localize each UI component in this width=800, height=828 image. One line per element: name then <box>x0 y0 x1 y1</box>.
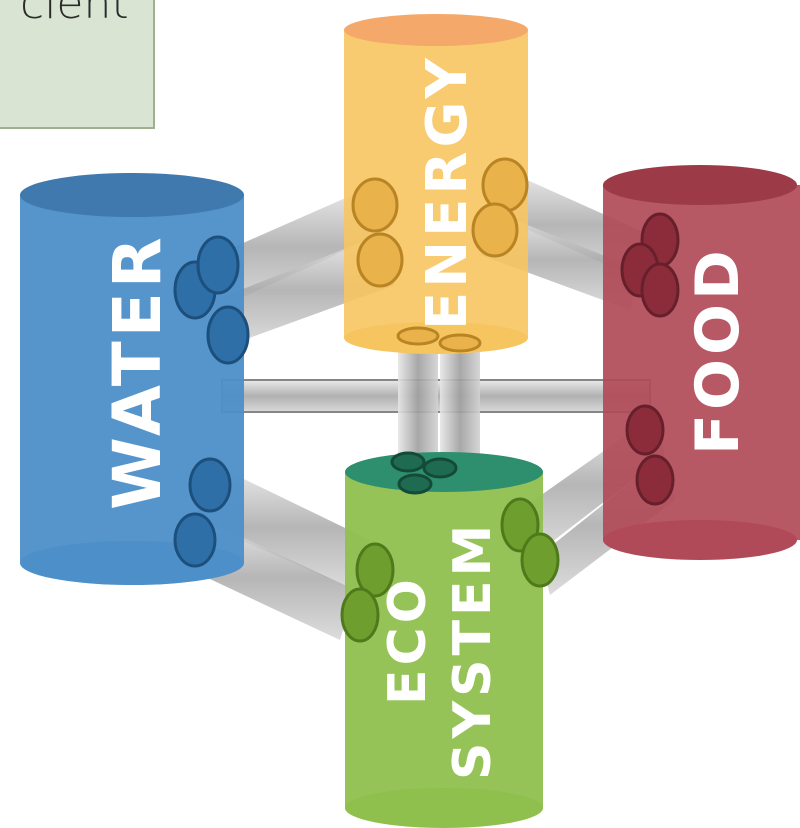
text-callout-box: cient <box>0 0 155 129</box>
label-ecosystem-line2: SYSTEM <box>443 521 503 780</box>
label-energy: ENERGY <box>415 54 480 330</box>
cylinder-ecosystem: ECO SYSTEM <box>345 452 543 828</box>
pipe-openings <box>173 157 680 643</box>
pipe-energy-ecosystem <box>398 335 480 462</box>
label-food: FOOD <box>683 246 753 455</box>
callout-text: cient <box>20 0 129 29</box>
label-ecosystem-line1: ECO <box>378 575 438 705</box>
label-water: WATER <box>99 233 176 510</box>
cylinder-food: FOOD <box>603 165 800 560</box>
